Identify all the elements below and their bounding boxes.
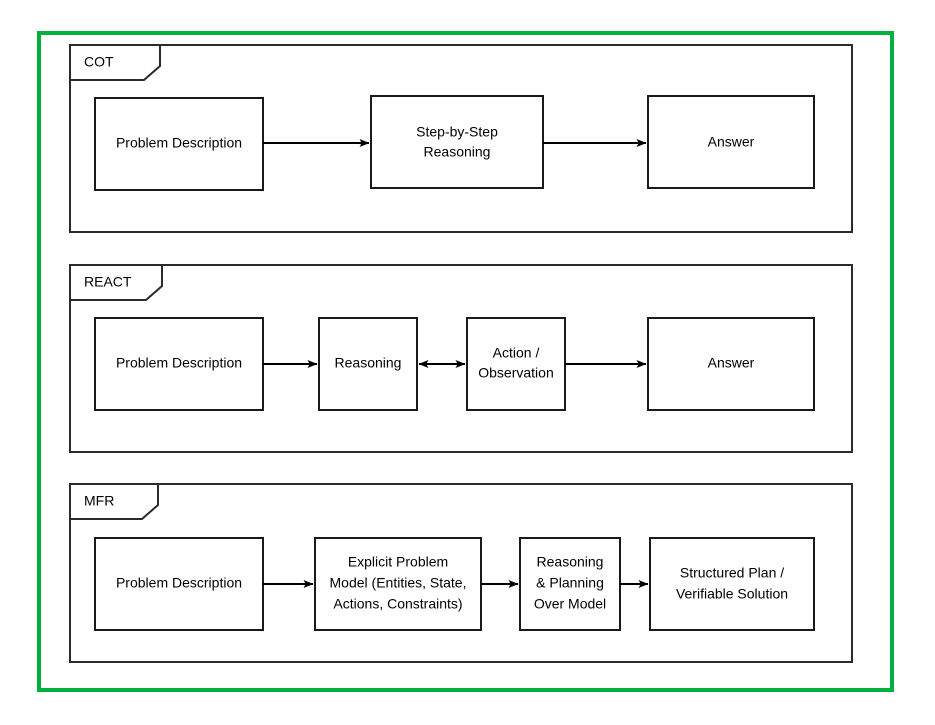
node-react-answer[interactable] bbox=[647, 317, 815, 411]
node-cot-reasoning-label-1: Step-by-Step bbox=[416, 124, 498, 140]
node-mfr-output-label-1: Structured Plan / bbox=[680, 565, 784, 581]
node-react-action-label-1: Action / bbox=[493, 345, 540, 361]
node-react-action[interactable] bbox=[466, 317, 566, 411]
node-mfr-model-label-3: Actions, Constraints) bbox=[333, 596, 462, 612]
group-cot-tab-shape bbox=[69, 44, 161, 81]
node-mfr-problem[interactable] bbox=[94, 537, 264, 631]
group-react: REACT Problem Description Reasoning Acti… bbox=[69, 264, 853, 453]
group-react-tab-label: REACT bbox=[84, 274, 132, 290]
node-mfr-problem-label: Problem Description bbox=[116, 575, 242, 591]
group-mfr-tab-label: MFR bbox=[84, 493, 114, 509]
node-react-action-label-2: Observation bbox=[478, 365, 553, 381]
node-mfr-reasoning-label-2: & Planning bbox=[536, 575, 604, 591]
node-mfr-model[interactable] bbox=[314, 537, 482, 631]
outer-green-frame bbox=[37, 31, 894, 692]
node-react-answer-label: Answer bbox=[708, 355, 755, 371]
node-cot-problem-label: Problem Description bbox=[116, 135, 242, 151]
node-mfr-output[interactable] bbox=[649, 537, 815, 631]
node-mfr-model-label-1: Explicit Problem bbox=[348, 554, 448, 570]
group-react-tab-shape bbox=[69, 264, 163, 301]
node-cot-reasoning[interactable] bbox=[370, 95, 544, 189]
node-cot-reasoning-label-2: Reasoning bbox=[424, 144, 491, 160]
node-mfr-output-label-2: Verifiable Solution bbox=[676, 586, 788, 602]
node-cot-answer[interactable] bbox=[647, 95, 815, 189]
node-mfr-model-label-2: Model (Entities, State, bbox=[330, 575, 467, 591]
node-cot-problem[interactable] bbox=[94, 97, 264, 191]
node-cot-answer-label: Answer bbox=[708, 134, 755, 150]
node-react-problem-label: Problem Description bbox=[116, 355, 242, 371]
group-cot: COT Problem Description Step-by-Step Rea… bbox=[69, 44, 853, 233]
group-mfr: MFR Problem Description Explicit Problem… bbox=[69, 483, 853, 663]
node-mfr-reasoning[interactable] bbox=[519, 537, 621, 631]
group-cot-tab-label: COT bbox=[84, 54, 114, 70]
node-react-problem[interactable] bbox=[94, 317, 264, 411]
group-mfr-tab-shape bbox=[69, 483, 159, 520]
node-mfr-reasoning-label-3: Over Model bbox=[534, 596, 606, 612]
node-react-reasoning[interactable] bbox=[318, 317, 418, 411]
node-react-reasoning-label: Reasoning bbox=[335, 355, 402, 371]
node-mfr-reasoning-label-1: Reasoning bbox=[537, 554, 604, 570]
